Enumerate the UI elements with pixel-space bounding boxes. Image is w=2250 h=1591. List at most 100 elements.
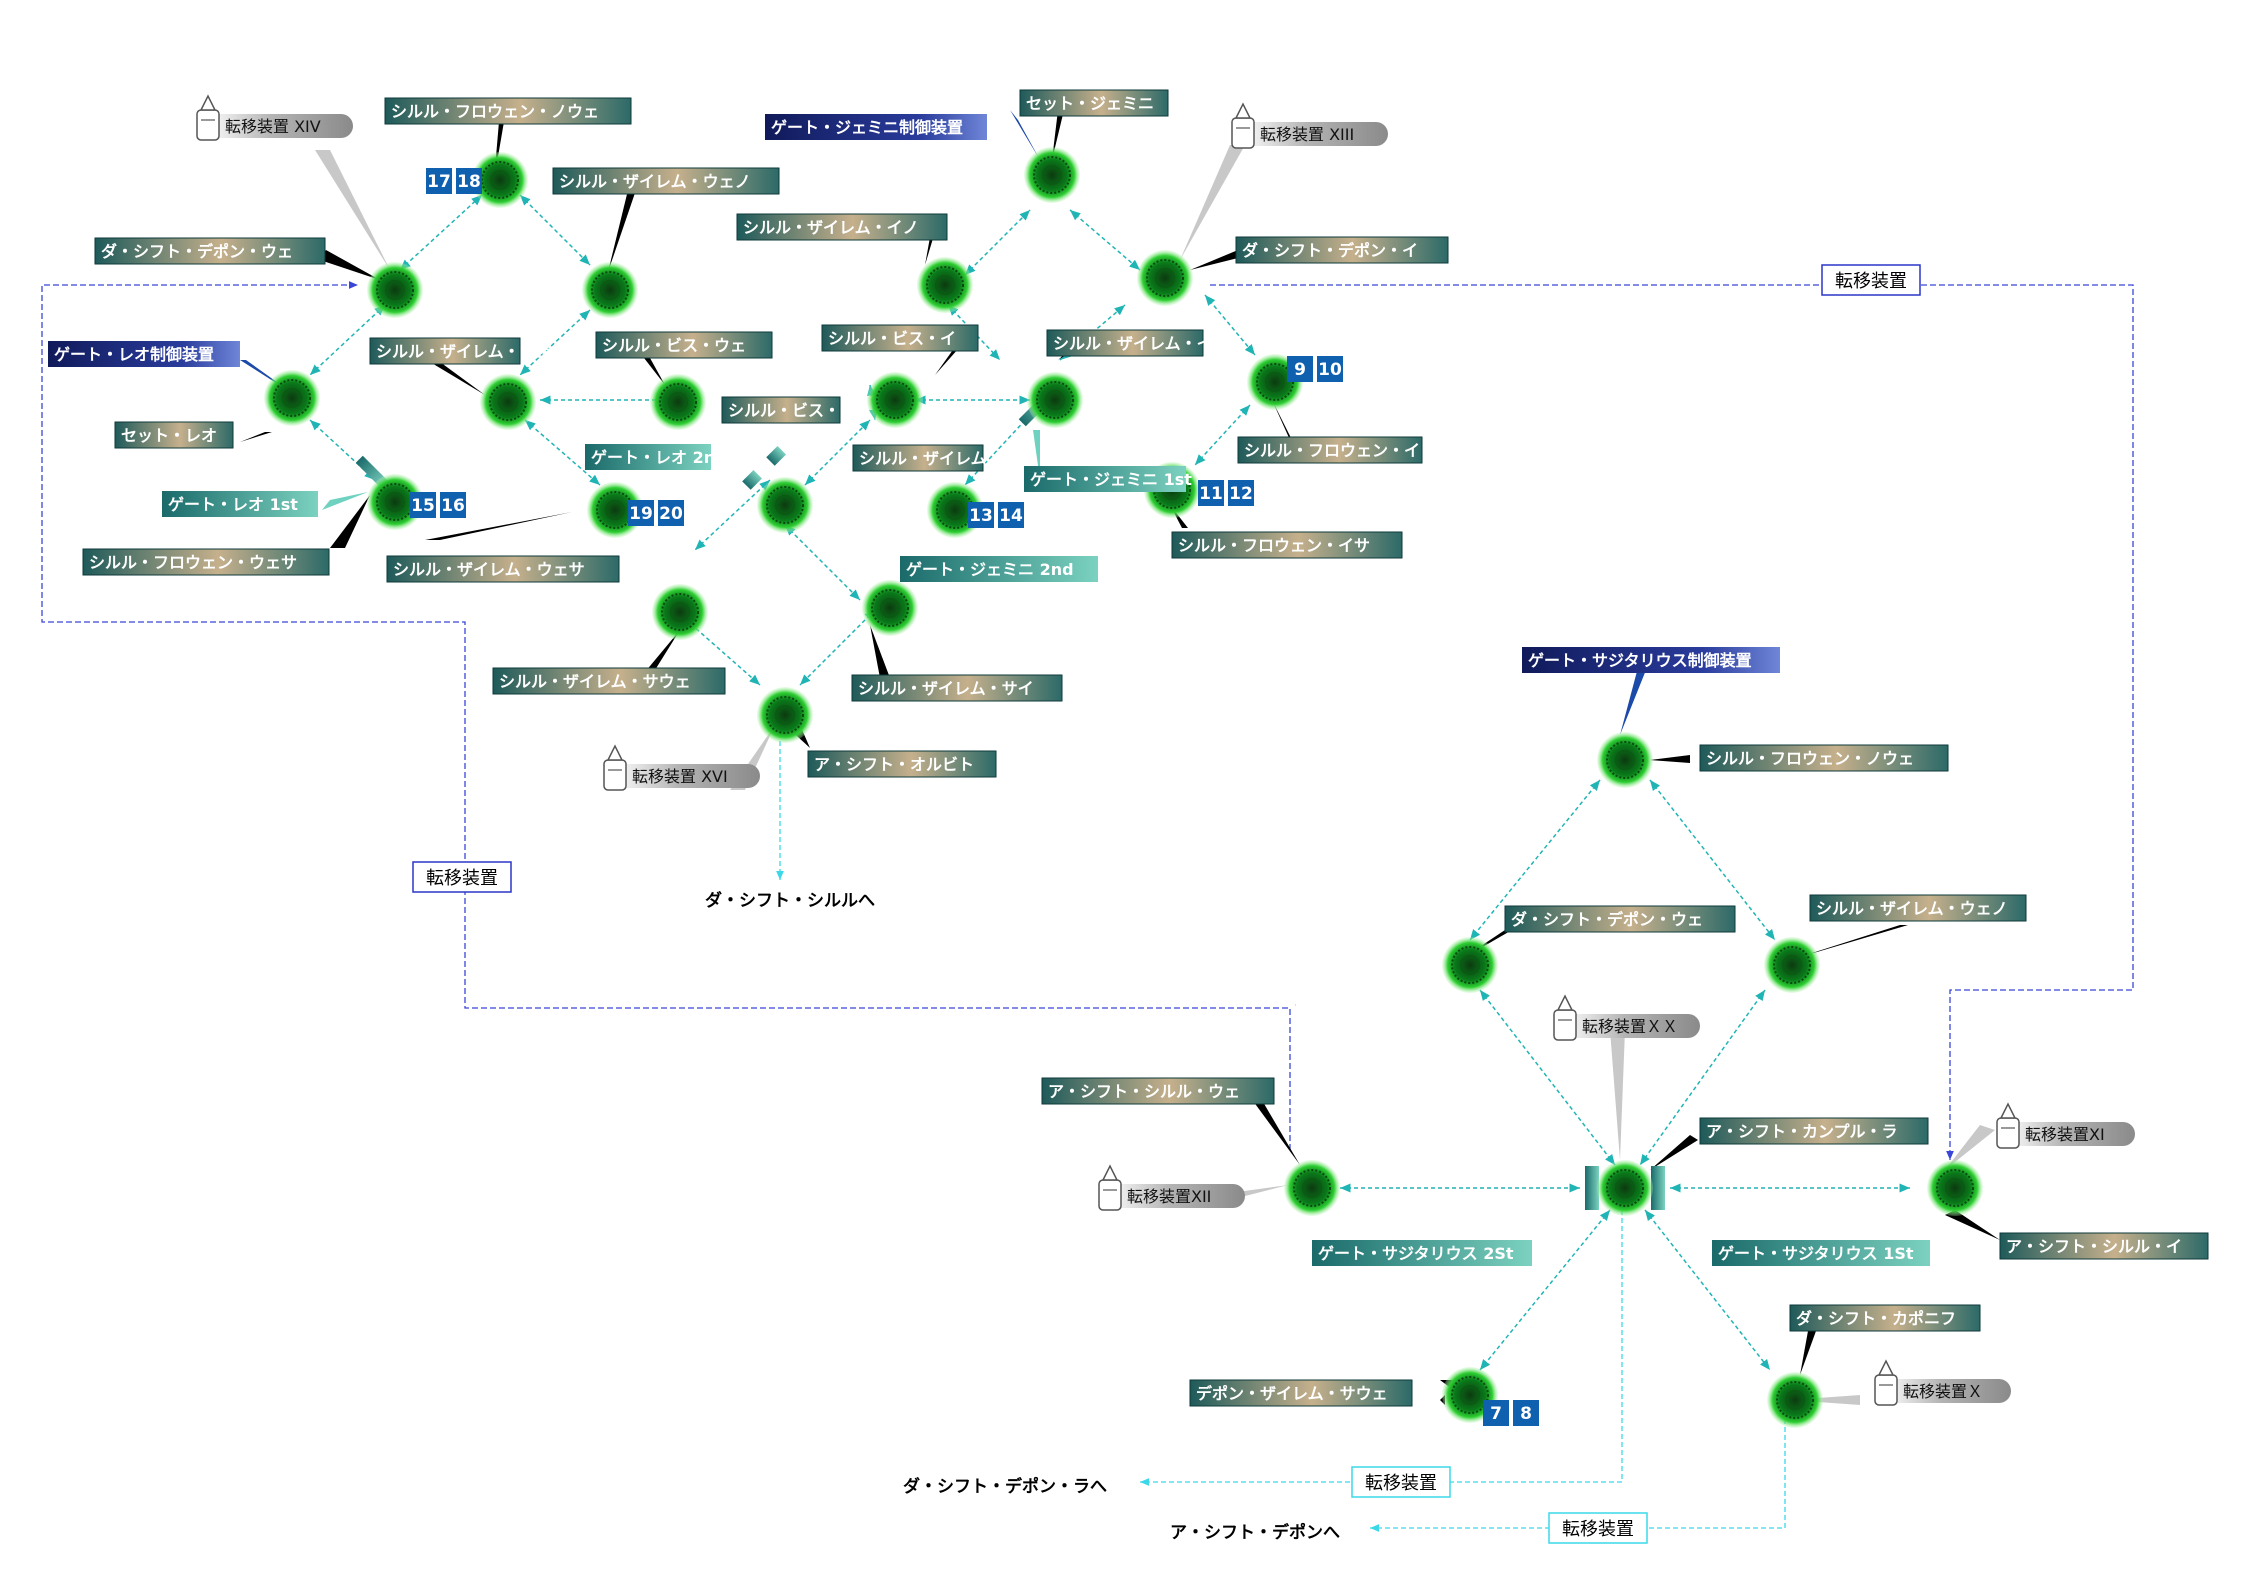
svg-text:シルル・ザイレム・ウェ: シルル・ザイレム・ウェ bbox=[376, 342, 552, 361]
teleporter-icon bbox=[603, 744, 627, 791]
teleport-box[interactable]: 転移装置 bbox=[412, 861, 512, 893]
badge: 19 bbox=[628, 500, 654, 526]
teleporter-icon bbox=[1553, 994, 1577, 1041]
zone-node[interactable] bbox=[1027, 372, 1083, 428]
svg-text:12: 12 bbox=[1229, 484, 1253, 504]
svg-text:シルル・フロウェン・ノウェ: シルル・フロウェン・ノウェ bbox=[1706, 749, 1914, 768]
teleporter[interactable]: 転移装置 XIV bbox=[196, 94, 353, 141]
gate-sagittarius bbox=[1585, 1166, 1665, 1210]
edge bbox=[519, 309, 591, 376]
zone-node[interactable] bbox=[1597, 1160, 1653, 1216]
zone-node[interactable] bbox=[1927, 1160, 1983, 1216]
badge: 15 bbox=[410, 492, 436, 518]
teleporter[interactable]: 転移装置Ｘ bbox=[1874, 1359, 2011, 1406]
teleporter[interactable]: 転移装置 XIII bbox=[1231, 102, 1388, 149]
svg-text:ダ・シフト・デポン・ウェ: ダ・シフト・デポン・ウェ bbox=[101, 242, 293, 261]
zone-node[interactable] bbox=[1597, 732, 1653, 788]
teleporter-icon bbox=[1996, 1102, 2020, 1149]
svg-text:デポン・ザイレム・サウェ: デポン・ザイレム・サウェ bbox=[1196, 1384, 1388, 1403]
callout bbox=[1245, 1090, 1300, 1165]
svg-text:ダ・シフト・デポン・イ: ダ・シフト・デポン・イ bbox=[1242, 241, 1418, 260]
node-label: ゲート・ジェミニ 1st bbox=[1024, 466, 1192, 492]
node-label: ア・シフト・シルル・ウェ bbox=[1041, 1077, 1275, 1105]
svg-text:ア・シフト・シルル・イ: ア・シフト・シルル・イ bbox=[2006, 1237, 2182, 1256]
zone-node[interactable] bbox=[1764, 937, 1820, 993]
node-label: シルル・ザイレム・イノ bbox=[736, 213, 948, 241]
callout bbox=[425, 512, 572, 540]
node-label: シルル・ザイレム・ウェ bbox=[369, 337, 552, 365]
zone-node[interactable] bbox=[1442, 937, 1498, 993]
svg-text:シルル・ザイレム・サウェ: シルル・ザイレム・サウェ bbox=[499, 672, 691, 691]
teleporter-icon bbox=[196, 94, 220, 141]
teleporter[interactable]: 転移装置ＸＸ bbox=[1553, 994, 1700, 1041]
node-label: デポン・ザイレム・サウェ bbox=[1189, 1379, 1413, 1407]
svg-text:シルル・ザイレム・イ: シルル・ザイレム・イ bbox=[1053, 334, 1213, 353]
svg-text:シルル・ビス・イ: シルル・ビス・イ bbox=[828, 329, 956, 348]
teleporter[interactable]: 転移装置XI bbox=[1996, 1102, 2135, 1149]
svg-text:転移装置XII: 転移装置XII bbox=[1127, 1187, 1211, 1206]
svg-text:ゲート・ジェミニ 1st: ゲート・ジェミニ 1st bbox=[1030, 470, 1192, 489]
svg-text:シルル・ビス・ウェ: シルル・ビス・ウェ bbox=[602, 336, 746, 355]
zone-node[interactable] bbox=[757, 687, 813, 743]
node-label: ダ・シフト・デポン・ウェ bbox=[94, 237, 326, 265]
zone-node[interactable] bbox=[917, 257, 973, 313]
exit-route bbox=[1370, 1395, 1786, 1532]
svg-text:シルル・ザイレム・イサ: シルル・ザイレム・イサ bbox=[859, 449, 1035, 468]
edge bbox=[1469, 779, 1601, 941]
svg-text:ダ・シフト・カポニフ: ダ・シフト・カポニフ bbox=[1796, 1309, 1956, 1328]
zone-node[interactable] bbox=[1024, 147, 1080, 203]
callout bbox=[1272, 400, 1296, 448]
zone-node[interactable] bbox=[1137, 250, 1193, 306]
teleport-box[interactable]: 転移装置 bbox=[1351, 1466, 1451, 1498]
callout bbox=[430, 362, 485, 395]
badge: 14 bbox=[998, 502, 1024, 528]
labels: シルル・フロウェン・ノウェダ・シフト・デポン・ウェシルル・ザイレム・ウェノゲート… bbox=[48, 89, 2209, 1407]
node-label: シルル・ザイレム・イ bbox=[1046, 329, 1213, 357]
svg-text:ゲート・サジタリウス 2St: ゲート・サジタリウス 2St bbox=[1318, 1244, 1514, 1263]
edge bbox=[399, 194, 483, 271]
zone-node[interactable] bbox=[862, 580, 918, 636]
exit-label: ア・シフト・デポンへ bbox=[1170, 1522, 1340, 1543]
zone-node[interactable] bbox=[652, 584, 708, 640]
teleport-box[interactable]: 転移装置 bbox=[1821, 264, 1921, 296]
edge bbox=[1649, 779, 1776, 941]
svg-text:転移装置 XIII: 転移装置 XIII bbox=[1260, 125, 1354, 144]
gate-leo-2nd bbox=[742, 445, 787, 490]
teleporter[interactable]: 転移装置XII bbox=[1098, 1164, 1245, 1211]
teleport-box[interactable]: 転移装置 bbox=[1548, 1512, 1648, 1544]
svg-text:シルル・フロウェン・ノウェ: シルル・フロウェン・ノウェ bbox=[391, 102, 599, 121]
zone-node[interactable] bbox=[650, 374, 706, 430]
edge bbox=[1204, 294, 1256, 356]
badge: 13 bbox=[968, 502, 994, 528]
svg-text:11: 11 bbox=[1199, 484, 1223, 504]
svg-text:転移装置: 転移装置 bbox=[1835, 271, 1907, 292]
callout bbox=[1790, 925, 1908, 960]
edge bbox=[964, 209, 1031, 276]
zone-node[interactable] bbox=[757, 477, 813, 533]
edge bbox=[519, 194, 591, 266]
node-label: シルル・フロウェン・ノウェ bbox=[384, 97, 632, 125]
edge bbox=[1069, 209, 1141, 271]
node-label: シルル・ザイレム・ウェノ bbox=[552, 167, 780, 195]
zone-node[interactable] bbox=[367, 262, 423, 318]
node-label: セット・ジェミニ bbox=[1019, 89, 1169, 117]
exits: ダ・シフト・シルルへ ダ・シフト・デポン・ラへ ア・シフト・デポンへ bbox=[705, 890, 1340, 1543]
node-label: ゲート・ジェミニ 2nd bbox=[900, 556, 1098, 582]
svg-text:7: 7 bbox=[1490, 1404, 1502, 1424]
edge bbox=[964, 414, 1031, 486]
badge: 20 bbox=[658, 500, 684, 526]
svg-text:転移装置: 転移装置 bbox=[1365, 1473, 1437, 1494]
zone-node[interactable] bbox=[1284, 1160, 1340, 1216]
callout bbox=[608, 190, 636, 272]
teleporter[interactable]: 転移装置 XVI bbox=[603, 744, 760, 791]
node-label: ゲート・レオ 2nd bbox=[585, 444, 727, 470]
zone-node[interactable] bbox=[480, 374, 536, 430]
edge bbox=[674, 609, 761, 686]
zone-node[interactable] bbox=[582, 262, 638, 318]
zone-node[interactable] bbox=[867, 372, 923, 428]
zone-node[interactable] bbox=[472, 152, 528, 208]
node-label: シルル・ザイレム・イサ bbox=[852, 444, 1035, 472]
zone-node[interactable] bbox=[264, 370, 320, 426]
zone-node[interactable] bbox=[1767, 1372, 1823, 1428]
